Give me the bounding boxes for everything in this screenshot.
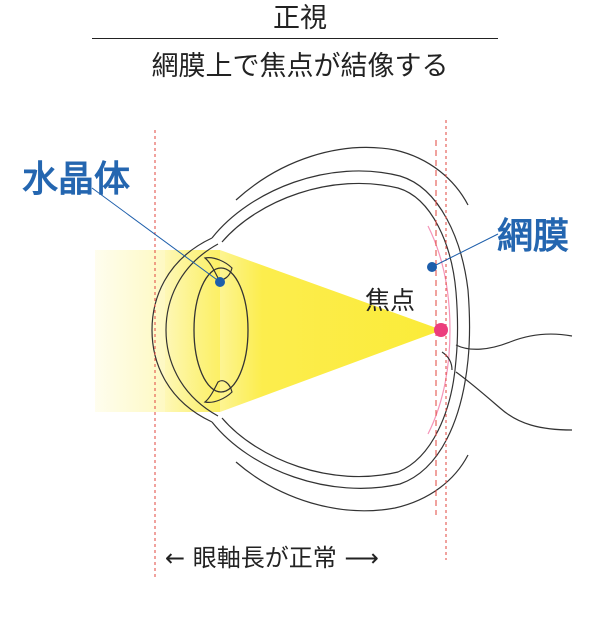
optic-disc xyxy=(441,351,453,371)
lens-label: 水晶体 xyxy=(22,159,131,200)
diagram-subtitle: 網膜上で焦点が結像する xyxy=(151,51,449,82)
retina-marker xyxy=(427,262,437,272)
iris-upper xyxy=(203,257,233,280)
focus-marker xyxy=(434,323,448,337)
focus-label: 焦点 xyxy=(365,286,416,315)
sclera-outer-top xyxy=(235,146,469,206)
retina-leader-line xyxy=(431,233,499,268)
lens-marker xyxy=(215,277,225,287)
light-cone xyxy=(165,250,442,412)
lens-leader-line xyxy=(91,187,221,283)
iris-lower xyxy=(203,380,233,403)
cornea-outer xyxy=(151,237,213,423)
retina-line xyxy=(427,225,451,435)
axial-length-label: ← 眼軸長が正常 ⟶ xyxy=(165,544,379,572)
cornea-inner xyxy=(165,243,219,417)
sclera-inner-contour xyxy=(221,182,459,478)
optic-nerve-top xyxy=(455,333,573,350)
sclera-outer-bottom xyxy=(235,454,469,512)
sclera-outer-contour xyxy=(211,170,471,489)
title-divider xyxy=(92,38,498,39)
crystalline-lens xyxy=(193,267,249,393)
optic-nerve-bottom xyxy=(455,371,573,431)
retina-label: 網膜 xyxy=(497,216,570,257)
diagram-title: 正視 xyxy=(273,3,327,34)
